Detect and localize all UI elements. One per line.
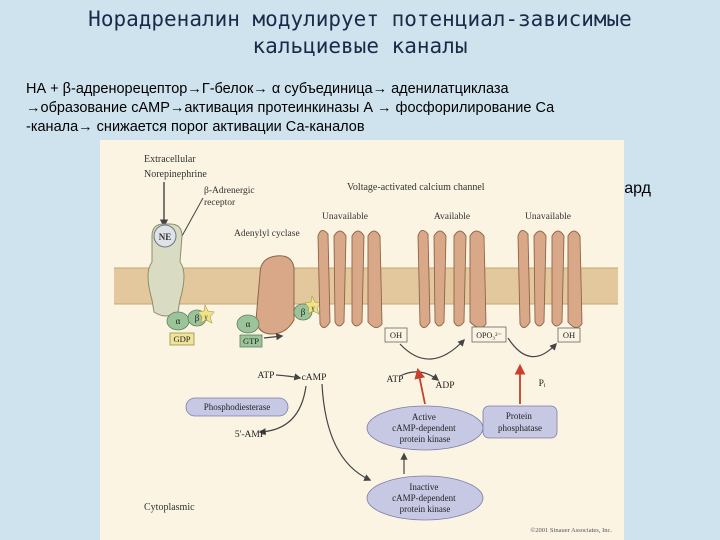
phosphodiesterase-label: Phosphodiesterase (204, 402, 271, 412)
vacc-label: Voltage-activated calcium channel (347, 182, 485, 193)
phosphatase-label-line-2: phosphatase (498, 423, 542, 433)
norepinephrine-label: Norepinephrine (144, 169, 207, 180)
text-line-1: НА + β-адренорецептор→Г-белок→ α субъеди… (26, 81, 509, 97)
camp-to-5amp-arrow (258, 385, 307, 436)
oh-tag-left (384, 327, 408, 343)
opo3-label: OPO₃²⁻ (476, 331, 501, 340)
adenylyl-cyclase-label: Adenylyl cyclase (234, 229, 300, 239)
beta-adrenergic-receptor (147, 223, 185, 317)
five-amp-label: 5'-AMP (235, 430, 265, 440)
g-alpha-subunit-right (236, 314, 260, 334)
active-pk-label-line-1: Active (412, 412, 436, 422)
text-line-2: →образование сАМР→активация протеинкиназ… (26, 100, 555, 116)
beta-receptor-label-line-1: β-Adrenergic (204, 186, 255, 196)
ne-molecule (153, 224, 177, 248)
beta-receptor-label-line-2: receptor (204, 198, 236, 208)
opo3-tag (471, 326, 507, 343)
g-beta-label-right: β (301, 307, 306, 317)
adp-label: ADP (435, 381, 454, 391)
camp-to-pk-arrow (321, 383, 372, 481)
pi-label: Pᵢ (539, 379, 546, 389)
calcium-channel-middle (417, 230, 487, 328)
beta-receptor-pointer (181, 197, 204, 237)
title-line-2: кальциевые каналы (252, 34, 468, 58)
g-gamma-subunit-left (197, 304, 215, 324)
calcium-channel-left (317, 230, 383, 328)
oh-label-left: OH (390, 330, 402, 340)
atp-label-left: ATP (258, 371, 275, 381)
slide-title: Норадреналин модулирует потенциал-зависи… (0, 6, 720, 60)
title-line-1: Норадреналин модулирует потенциал-зависи… (88, 7, 632, 31)
gtp-box (239, 334, 263, 348)
unavailable-label-right: Unavailable (525, 212, 571, 222)
active-pk-label-line-2: cAMP-dependent (392, 423, 456, 433)
inactive-pk-label-line-3: protein kinase (400, 504, 451, 514)
inactive-pk-label-line-2: cAMP-dependent (392, 493, 456, 503)
dephosphorylation-arrow (507, 337, 557, 358)
inactive-pk-label-line-1: Inactive (409, 482, 438, 492)
copyright-label: ©2001 Sinauer Associates, Inc. (530, 527, 612, 534)
phosphodiesterase-box (185, 397, 289, 417)
g-gamma-subunit-right (304, 295, 322, 315)
cytoplasmic-label: Cytoplasmic (144, 502, 195, 513)
atp-to-camp-arrow (275, 373, 302, 381)
g-alpha-label-left: α (176, 316, 181, 326)
g-beta-label-left: β (195, 313, 200, 323)
calcium-channel-right (517, 230, 583, 328)
g-beta-subunit-right (293, 303, 313, 321)
slide-text: НА + β-адренорецептор→Г-белок→ α субъеди… (26, 80, 706, 137)
adenylyl-cyclase-protein (255, 255, 295, 335)
beta-receptor-label: β-Adrenergic receptor (204, 186, 257, 208)
g-gamma-label-right: γ (310, 304, 314, 312)
inactive-pk-label: Inactive cAMP-dependent protein kinase (392, 482, 458, 514)
g-alpha-label-right: α (246, 319, 251, 329)
unavailable-label-left: Unavailable (322, 212, 368, 222)
oh-label-right: OH (563, 330, 575, 340)
inactive-protein-kinase (366, 475, 484, 521)
phosphorylation-arrow (399, 338, 465, 360)
oh-tag-right (557, 327, 581, 343)
gdp-box (169, 332, 195, 346)
phosphatase-label: Protein phosphatase (498, 411, 542, 433)
protein-phosphatase-box (482, 405, 558, 439)
atp-label-mid: ATP (387, 375, 404, 385)
ne-label: NE (159, 232, 172, 242)
text-line-3: -канала→ снижается порог активации Са-ка… (26, 119, 365, 135)
g-gamma-label-left: γ (203, 313, 207, 321)
active-pk-label: Active cAMP-dependent protein kinase (392, 412, 458, 444)
active-pk-label-line-3: protein kinase (400, 434, 451, 444)
available-label: Available (434, 212, 470, 222)
camp-label: cAMP (302, 373, 327, 383)
gtp-label: GTP (243, 336, 259, 346)
gdp-label: GDP (173, 334, 190, 344)
extracellular-label: Extracellular (144, 154, 196, 165)
signaling-figure: Extracellular Norepinephrine β-Adrenergi… (100, 140, 624, 540)
gtp-to-cyclase-arrow (263, 333, 284, 341)
phosphatase-label-line-1: Protein (506, 411, 532, 421)
pk-to-channel-arrow (414, 367, 426, 405)
